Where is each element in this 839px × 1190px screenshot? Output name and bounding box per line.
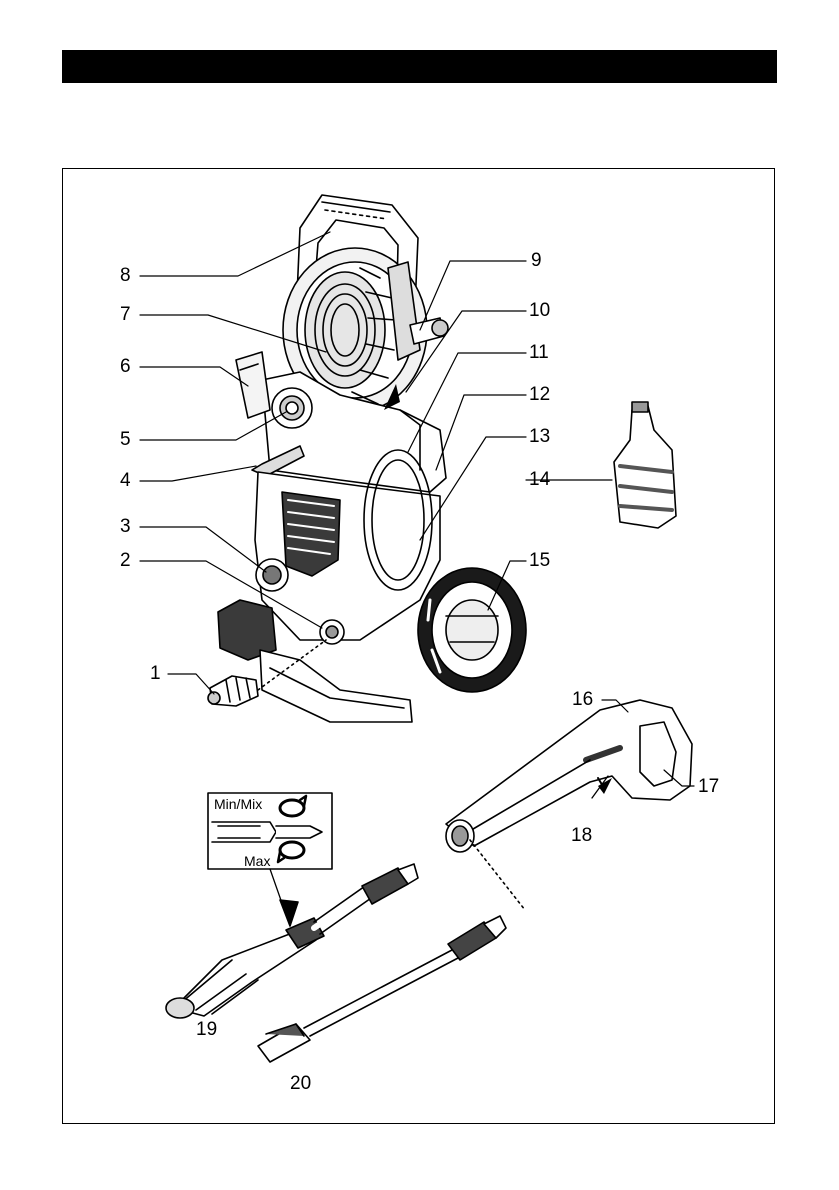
callout-11: 11: [529, 343, 549, 362]
callout-3: 3: [120, 517, 131, 536]
callout-19: 19: [196, 1020, 217, 1039]
callout-10: 10: [529, 301, 550, 320]
water-inlet-dial: [256, 559, 288, 591]
callout-17: 17: [698, 777, 719, 796]
callout-20: 20: [290, 1074, 311, 1093]
callout-6: 6: [120, 357, 131, 376]
callout-7: 7: [120, 305, 131, 324]
callout-16: 16: [572, 690, 593, 709]
callout-8: 8: [120, 266, 131, 285]
water-inlet-coupling: [208, 676, 258, 706]
callout-13: 13: [529, 427, 550, 446]
callout-9: 9: [531, 251, 542, 270]
inset-label-max: Max: [244, 854, 270, 868]
trigger-gun: [446, 700, 692, 910]
pressure-washer-unit: [208, 195, 526, 722]
callout-12: 12: [529, 385, 550, 404]
detergent-bottle: [614, 402, 676, 528]
vario-power-lance: [166, 864, 418, 1018]
wheel: [418, 566, 526, 692]
callout-4: 4: [120, 471, 131, 490]
inset-label-min-mix: Min/Mix: [214, 797, 262, 811]
callout-2: 2: [120, 551, 131, 570]
callout-14: 14: [529, 470, 550, 489]
main-switch: [272, 388, 312, 428]
callout-15: 15: [529, 551, 550, 570]
high-pressure-outlet: [320, 620, 344, 644]
callout-1: 1: [150, 664, 161, 683]
callout-5: 5: [120, 430, 131, 449]
callout-18: 18: [571, 826, 592, 845]
